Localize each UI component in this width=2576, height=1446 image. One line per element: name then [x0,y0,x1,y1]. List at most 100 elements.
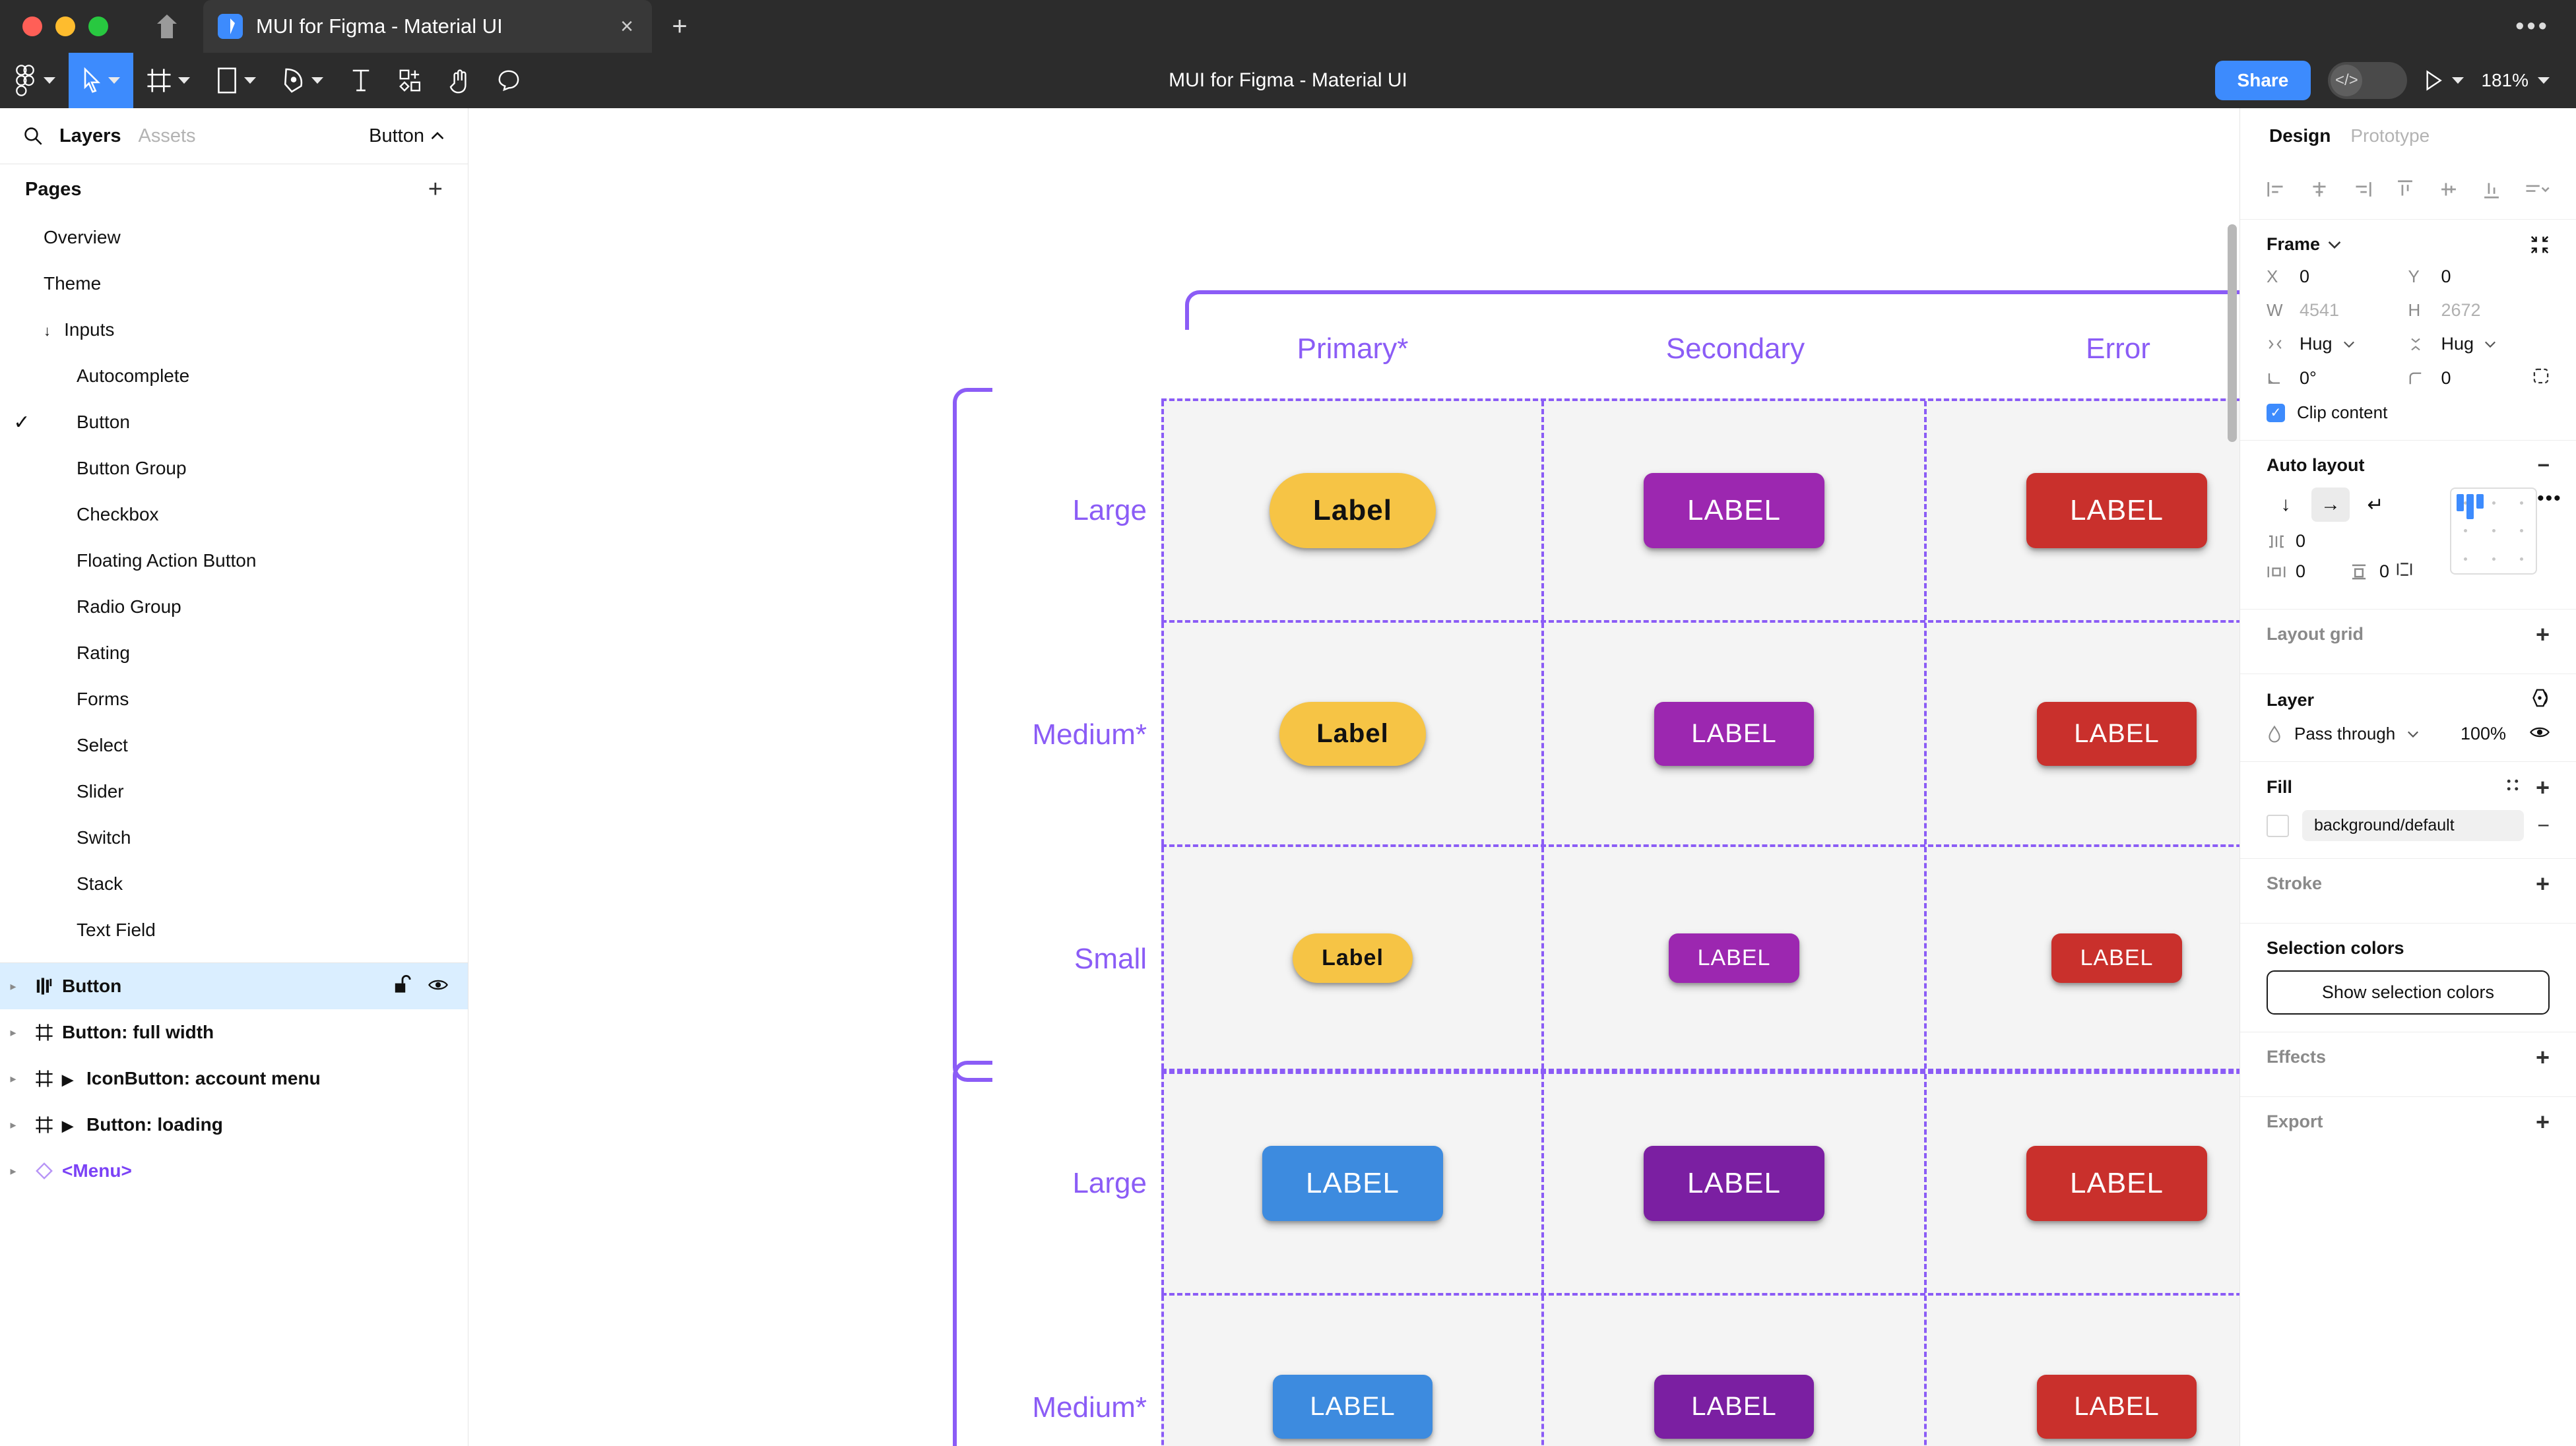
layout-direction-vertical-icon[interactable]: ↓ [2280,493,2291,515]
material-button[interactable]: LABEL [1644,473,1824,548]
material-button[interactable]: Label [1270,473,1436,548]
fill-style-token[interactable]: background/default [2302,810,2525,841]
material-button[interactable]: Label [1293,933,1413,983]
page-item[interactable]: Radio Group [0,584,468,630]
page-item[interactable]: Switch [0,815,468,861]
maximize-window-button[interactable] [88,16,108,36]
add-layout-grid-button[interactable]: + [2535,620,2550,648]
layer-item[interactable]: ▸Button [0,963,468,1009]
blend-mode-row[interactable]: Pass through 100% [2267,724,2550,744]
page-item[interactable]: ↓ Inputs [0,307,468,353]
layer-visibility-icon[interactable] [2530,724,2550,744]
align-top-icon[interactable] [2395,179,2415,204]
new-tab-button[interactable]: + [672,11,688,41]
layer-item[interactable]: ▸▶ Button: loading [0,1102,468,1148]
fill-styles-icon[interactable] [2504,776,2521,798]
material-button[interactable]: LABEL [1262,1146,1443,1221]
add-effect-button[interactable]: + [2535,1043,2550,1071]
align-vertical-center-icon[interactable] [2439,179,2459,204]
add-fill-button[interactable]: + [2535,773,2550,801]
layer-item[interactable]: ▸▶ IconButton: account menu [0,1055,468,1102]
layer-item[interactable]: ▸<Menu> [0,1148,468,1194]
tab-assets[interactable]: Assets [138,125,196,146]
page-item[interactable]: Checkbox [0,491,468,538]
frame-tool-icon[interactable] [133,53,203,108]
material-button[interactable]: LABEL [2026,473,2207,548]
distribute-menu-icon[interactable] [2525,179,2550,204]
frame-width-field[interactable]: W 4541 [2267,300,2408,321]
minimize-window-button[interactable] [55,16,75,36]
resize-to-fit-icon[interactable] [2530,235,2550,255]
page-item[interactable]: Text Field [0,907,468,953]
material-button[interactable]: Label [1279,701,1426,766]
auto-layout-more-options[interactable]: ••• [2537,487,2562,509]
individual-padding-icon[interactable] [2396,561,2413,582]
fill-color-swatch[interactable] [2267,814,2289,837]
material-button[interactable]: LABEL [1668,933,1800,983]
canvas-scrollbar[interactable] [2228,224,2237,442]
page-item[interactable]: Rating [0,630,468,676]
text-tool-icon[interactable] [337,53,385,108]
clip-content-row[interactable]: ✓ Clip content [2267,402,2550,423]
close-window-button[interactable] [22,16,42,36]
add-page-button[interactable]: + [428,175,443,203]
frame-y-field[interactable]: Y 0 [2408,267,2550,287]
expand-chevron-icon[interactable]: ▸ [10,1164,16,1178]
page-item[interactable]: Floating Action Button [0,538,468,584]
add-stroke-button[interactable]: + [2535,869,2550,897]
material-button[interactable]: LABEL [1273,1374,1433,1439]
material-button[interactable]: LABEL [2051,933,2183,983]
move-tool-icon[interactable] [69,53,133,108]
pen-tool-icon[interactable] [269,53,337,108]
independent-corners-icon[interactable] [2532,367,2550,389]
align-right-icon[interactable] [2352,179,2372,204]
layer-item[interactable]: ▸Button: full width [0,1009,468,1055]
horizontal-resizing-dropdown[interactable]: Hug [2267,334,2408,354]
home-button[interactable] [131,0,203,53]
align-left-icon[interactable] [2267,179,2286,204]
search-icon[interactable] [24,127,42,145]
auto-layout-gap-row[interactable]: 0 [2267,531,2413,551]
page-selector[interactable]: Button [369,125,444,147]
page-item[interactable]: Forms [0,676,468,722]
material-button[interactable]: LABEL [1654,1374,1814,1439]
hand-tool-icon[interactable] [435,53,484,108]
layout-wrap-icon[interactable]: ↵ [2367,493,2384,516]
present-button[interactable] [2424,70,2464,91]
expand-chevron-icon[interactable]: ▸ [10,1117,16,1131]
clip-content-checkbox[interactable]: ✓ [2267,403,2285,422]
figma-menu-icon[interactable] [0,53,69,108]
toggle-visibility-button[interactable] [428,976,448,997]
close-tab-icon[interactable]: × [620,14,633,39]
zoom-level-menu[interactable]: 181% [2481,70,2550,91]
page-item[interactable]: Select [0,722,468,769]
align-horizontal-center-icon[interactable] [2309,179,2329,204]
material-button[interactable]: LABEL [1644,1146,1824,1221]
expand-chevron-icon[interactable]: ▸ [10,1071,16,1085]
rotation-field[interactable]: 0° [2267,368,2408,389]
alignment-grid[interactable] [2450,487,2538,575]
design-canvas[interactable]: Contained Primary*SecondaryErrorWarning … [468,108,2239,1446]
resources-tool-icon[interactable] [385,53,435,108]
page-item[interactable]: Theme [0,261,468,307]
expand-chevron-icon[interactable]: ▸ [10,1025,16,1039]
vertical-resizing-dropdown[interactable]: Hug [2408,334,2550,354]
corner-radius-field[interactable]: 0 [2408,367,2550,389]
window-overflow-menu-icon[interactable]: ••• [2515,12,2550,40]
material-button[interactable]: LABEL [1654,701,1814,766]
tab-design[interactable]: Design [2269,125,2331,146]
remove-auto-layout-button[interactable]: − [2537,453,2550,477]
layout-direction-horizontal-icon[interactable]: → [2311,487,2350,522]
dev-mode-toggle[interactable]: </> [2328,62,2408,99]
layer-opacity-value[interactable]: 100% [2460,724,2506,743]
material-button[interactable]: LABEL [2026,1146,2207,1221]
comment-tool-icon[interactable] [484,53,533,108]
page-item[interactable]: Autocomplete [0,353,468,399]
material-button[interactable]: LABEL [2037,701,2197,766]
add-export-button[interactable]: + [2535,1108,2550,1135]
page-item[interactable]: Button Group [0,445,468,491]
page-item[interactable]: Slider [0,769,468,815]
material-button[interactable]: LABEL [2037,1374,2197,1439]
page-item[interactable]: Overview [0,214,468,261]
tab-prototype[interactable]: Prototype [2350,125,2430,146]
